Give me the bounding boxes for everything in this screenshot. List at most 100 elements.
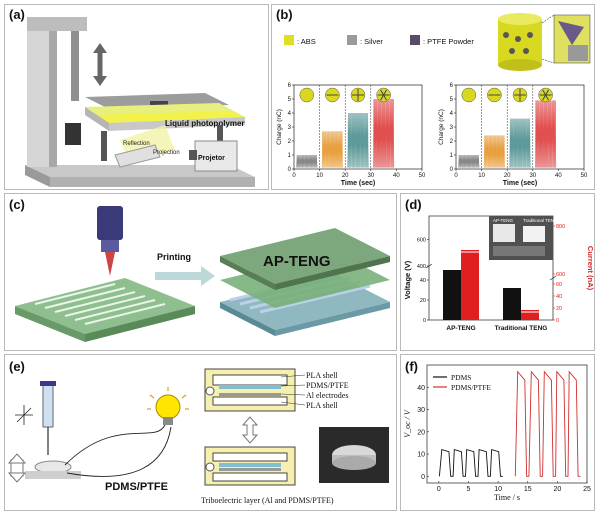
x-tick-label: 15 — [524, 486, 532, 493]
x-tick-label: 0 — [292, 173, 296, 179]
ap-teng-device-label: AP-TENG — [263, 253, 331, 270]
device-structure-illustration: PDMS/PTFE PLA shell PDMS/PTFE Al electro… — [7, 368, 389, 505]
y-tick-label: 20 — [417, 429, 425, 436]
panel-c: (c) Printing AP-TENG — [4, 193, 397, 351]
cylinder-design-blade — [542, 94, 547, 101]
x-tick-label: 0 — [454, 173, 458, 179]
material-label: PDMS/PTFE — [105, 481, 168, 493]
y-tick-label-right: 20 — [556, 306, 562, 312]
x-axis-label: Time (sec) — [341, 180, 376, 187]
x-tick-label: 10 — [316, 173, 323, 179]
legend-swatch-silver — [347, 35, 357, 45]
voc-series-0 — [438, 449, 503, 477]
y-tick-label: 4 — [450, 111, 454, 117]
y-tick-label: 2 — [450, 139, 454, 145]
cylinder-design-blade — [545, 94, 550, 101]
y-tick-label-left: 0 — [423, 318, 426, 324]
y-tick-label: 10 — [417, 452, 425, 459]
up-down-arrow-icon — [93, 43, 107, 86]
cylinder-design-blade — [380, 89, 385, 96]
x-tick-label: 20 — [553, 486, 561, 493]
cross-section-bottom — [204, 446, 296, 486]
label-pdms-ptfe: PDMS/PTFE — [306, 381, 349, 390]
inset-label-traditional: Traditional TENG — [523, 218, 558, 223]
charge-series-0 — [458, 154, 480, 168]
panel-e: (e) PDMS/PTFE — [4, 354, 397, 511]
printing-arrow-icon — [155, 266, 215, 286]
y-tick-label-right: 0 — [556, 318, 559, 324]
inset-label-ap-teng: AP-TENG — [493, 218, 514, 223]
charge-series-3 — [535, 100, 557, 168]
projection-label: Projection — [153, 150, 180, 156]
charge-series-2 — [509, 118, 531, 168]
charge-series-3 — [373, 98, 395, 168]
legend-label: PDMS — [451, 373, 471, 382]
y-axis-label: Charge (nC) — [438, 109, 445, 145]
y-tick-label: 2 — [288, 139, 292, 145]
x-axis-label: Time (sec) — [503, 180, 538, 187]
plot-frame — [426, 364, 588, 484]
legend-ptfe: : PTFE Powder — [423, 37, 474, 46]
panel-b-label: (b) — [276, 7, 293, 22]
cylinder-illustration — [498, 13, 591, 71]
legend-swatch-abs — [284, 35, 294, 45]
charge-series-0 — [296, 154, 318, 168]
label-pla-shell-bottom: PLA shell — [306, 401, 339, 410]
y-tick-label-left: 40 — [420, 278, 426, 284]
light-bulb-icon — [147, 387, 189, 425]
x-tick-label: 30 — [529, 173, 536, 179]
legend-silver: : Silver — [360, 37, 383, 46]
x-tick-label: 20 — [504, 173, 511, 179]
y-tick-label: 6 — [450, 83, 454, 89]
cylinder-design-blade — [383, 94, 388, 101]
cross-section-top — [204, 368, 306, 412]
x-tick-label: 5 — [467, 486, 471, 493]
legend-label: PDMS/PTFE — [451, 383, 491, 392]
y-tick-label: 1 — [288, 153, 292, 159]
y-tick-label: 3 — [288, 125, 292, 131]
bar-current — [521, 310, 539, 320]
ap-teng-printing-illustration: Printing AP-TENG — [15, 206, 390, 342]
label-pla-shell-top: PLA shell — [306, 371, 339, 380]
panel-d-label: (d) — [405, 197, 422, 212]
y-axis-label: Charge (nC) — [276, 109, 283, 145]
category-label: Traditional TENG — [495, 325, 548, 332]
reflection-label: Reflection — [123, 141, 150, 147]
dlp-printer-illustration: Liquid photopolymer Reflection Projectio… — [25, 17, 255, 187]
x-tick-label: 10 — [478, 173, 485, 179]
cylinder-design-icon — [461, 87, 477, 103]
charge-series-1 — [321, 131, 343, 168]
panel-e-label: (e) — [9, 359, 25, 374]
legend-swatch-ptfe — [410, 35, 420, 45]
y-axis-label-left: Voltage (V) — [403, 260, 412, 299]
x-tick-label: 40 — [393, 173, 400, 179]
y-tick-label: 0 — [421, 474, 425, 481]
category-label: AP-TENG — [446, 325, 475, 332]
cylinder-design-blade — [542, 89, 547, 96]
y-tick-label-right: 800 — [556, 224, 565, 230]
x-tick-label: 10 — [494, 486, 502, 493]
x-axis-label: Time / s — [494, 493, 520, 502]
y-tick-label-right: 60 — [556, 282, 562, 288]
y-tick-label-right: 600 — [556, 272, 565, 278]
y-tick-label: 3 — [450, 125, 454, 131]
cylinder-design-blade — [380, 94, 385, 101]
device-photo — [319, 427, 389, 483]
y-tick-label: 6 — [288, 83, 292, 89]
y-axis-label-right: Current (nA) — [586, 246, 595, 291]
axes-icon — [15, 405, 33, 425]
bar-voltage — [503, 288, 521, 320]
panel-c-label: (c) — [9, 197, 25, 212]
liquid-photopolymer-label: Liquid photopolymer — [165, 119, 245, 128]
y-tick-label-left: 400 — [417, 264, 426, 270]
y-tick-label-left: 20 — [420, 298, 426, 304]
y-axis-label: V_oc / V — [403, 409, 412, 438]
